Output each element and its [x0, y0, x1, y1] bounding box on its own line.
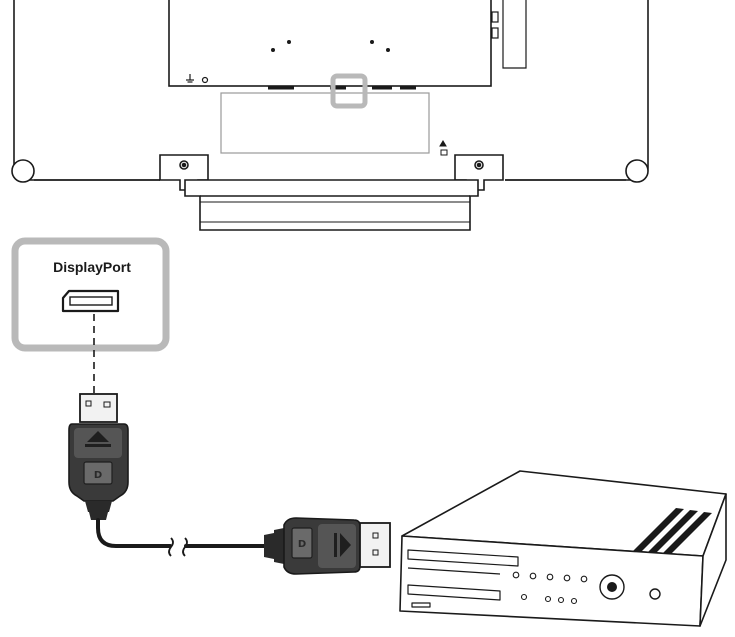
displayport-connector-icon	[61, 289, 120, 313]
lock-icon	[439, 140, 448, 156]
dp-logo-icon: D	[94, 470, 102, 481]
vesa-mount-holes	[271, 40, 390, 52]
media-player	[399, 470, 727, 627]
left-foot	[11, 159, 35, 183]
vent-slots	[626, 508, 712, 563]
displayport-plug-horizontal: D	[264, 517, 391, 575]
displayport-callout-box	[11, 237, 170, 352]
navigation-pad	[599, 574, 625, 600]
eject-triangle-icon	[87, 431, 109, 442]
port-highlight-box	[330, 73, 368, 109]
ground-symbol-icon	[186, 74, 194, 83]
eject-triangle-icon-horizontal	[340, 533, 351, 557]
monitor-rear	[11, 0, 649, 231]
power-button	[649, 588, 661, 600]
displayport-plug-vertical: D	[68, 393, 129, 520]
displayport-cable	[96, 518, 266, 548]
screw-icon	[201, 76, 209, 84]
dp-logo-icon-horizontal: D	[298, 539, 306, 550]
media-player-side	[699, 493, 727, 627]
right-foot	[625, 159, 649, 183]
displayport-label: DisplayPort	[53, 259, 131, 275]
front-panel-buttons	[512, 571, 588, 605]
cable-break-marks	[168, 537, 188, 557]
front-panel-details	[407, 549, 519, 608]
